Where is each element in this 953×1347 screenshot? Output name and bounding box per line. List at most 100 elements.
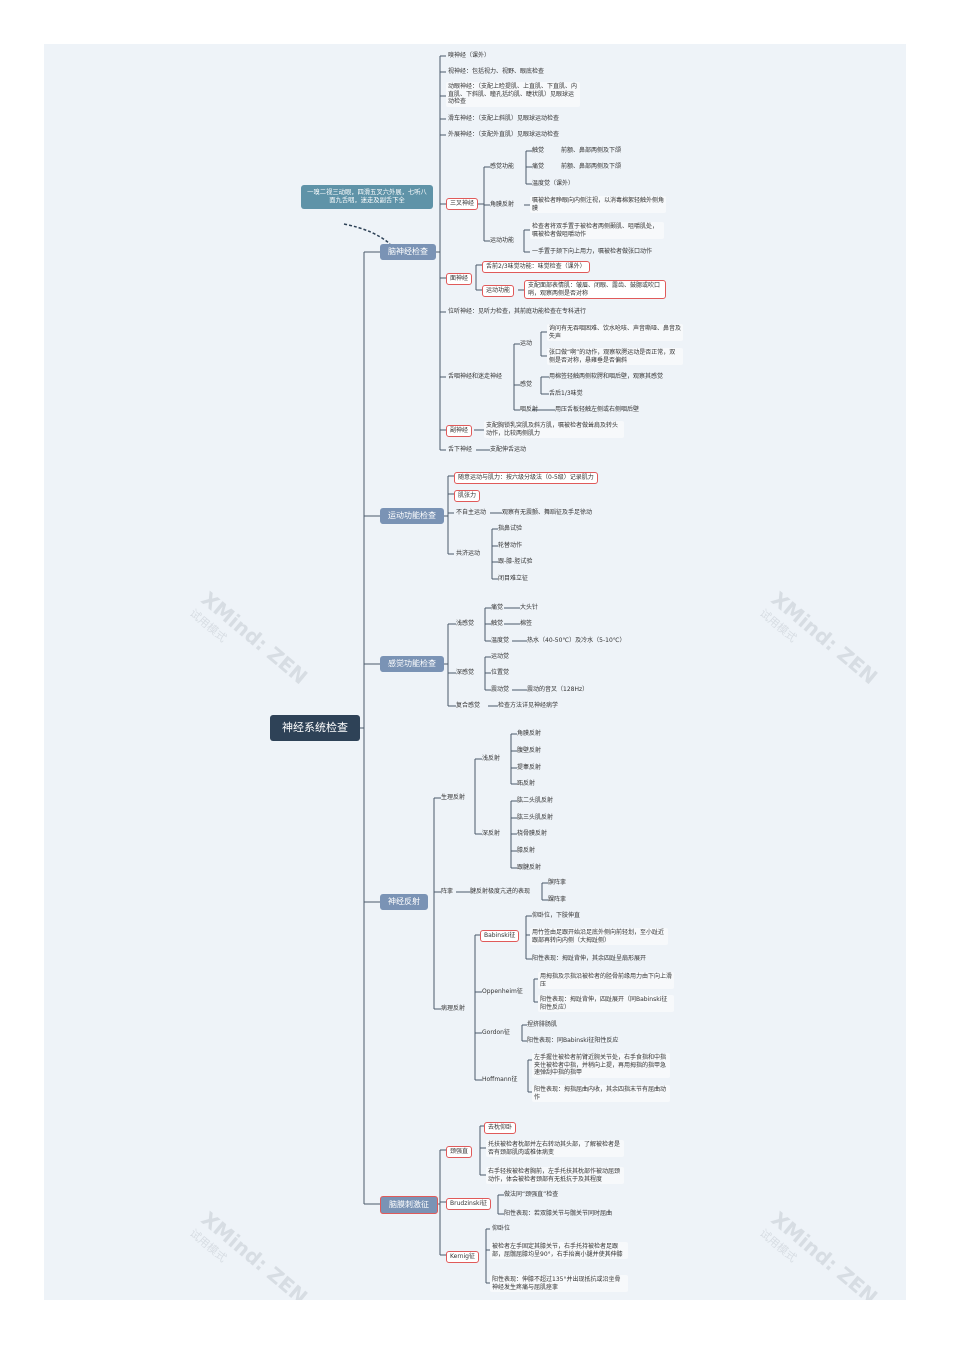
sensory-pain-tool[interactable]: 大头针 [520,604,539,611]
branch-motor[interactable]: 运动功能检查 [380,508,444,524]
superficial-1[interactable]: 角膜反射 [517,730,542,737]
superficial-4[interactable]: 跖反射 [517,780,536,787]
cranial-hypoglossal[interactable]: 舌下神经 [448,446,473,453]
facial-taste[interactable]: 舌前2/3味觉功能：味觉检查（课外） [482,261,590,273]
brudzinski-2[interactable]: 阳性表现：若双膝关节与髋关节同时屈曲 [504,1210,613,1217]
hypoglossal-desc[interactable]: 支配伸舌运动 [490,446,527,453]
sensory-temp-tool[interactable]: 热水（40-50℃）及冷水（5-10℃） [527,637,626,644]
accessory-desc[interactable]: 支配胸锁乳突肌及斜方肌，嘱被检者做耸肩及转头动作，比较两侧肌力 [484,421,624,438]
gordon-2[interactable]: 阳性表现：同Babinski征阳性反应 [527,1037,619,1044]
gv-gag-desc[interactable]: 用压舌板轻触左侧或右侧咽后壁 [555,406,640,413]
oppenheim-2[interactable]: 阳性表现：拇趾背伸，四趾展开（同Babinski征阳性反应） [538,995,674,1012]
deep-1[interactable]: 肱二头肌反射 [517,797,554,804]
gv-sense-2[interactable]: 舌后1/3味觉 [549,390,583,397]
gv-sense[interactable]: 感觉 [520,381,533,388]
superficial-3[interactable]: 提睾反射 [517,764,542,771]
trigeminal-touch-area[interactable]: 前额、鼻部两侧及下颌 [561,147,622,154]
trigeminal-pain-area[interactable]: 前额、鼻部两侧及下颌 [561,163,622,170]
brudzinski-1[interactable]: 做法同“颈强直”检查 [504,1191,559,1198]
motor-coordination[interactable]: 共济运动 [456,550,481,557]
cranial-facial[interactable]: 面神经 [446,273,473,285]
branch-meningeal[interactable]: 脑膜刺激征 [380,1196,438,1214]
sensory-temp[interactable]: 温度觉 [491,637,510,644]
trigeminal-touch[interactable]: 触觉 [532,147,545,154]
sensory-touch[interactable]: 触觉 [491,620,504,627]
gv-gag[interactable]: 咽反射 [520,406,539,413]
kernig-2[interactable]: 被检者左手固定其膝关节，右手托持被检者足跟部，屈髋屈膝均呈90°，右手抬高小腿并… [490,1242,628,1259]
clonus-2[interactable]: 踝阵挛 [548,896,567,903]
cranial-vestibulocochlear[interactable]: 位听神经：见听力检查，其前庭功能检查在专科进行 [448,308,587,315]
sensory-motion[interactable]: 运动觉 [491,653,510,660]
coordination-1[interactable]: 指鼻试验 [498,525,523,532]
sensory-deep[interactable]: 深感觉 [456,669,475,676]
sensory-superficial[interactable]: 浅感觉 [456,620,475,627]
kernig-1[interactable]: 仰卧位 [492,1225,511,1232]
reflex-deep[interactable]: 深反射 [482,830,501,837]
coordination-3[interactable]: 跟-膝-胫试验 [498,558,533,565]
cranial-accessory[interactable]: 副神经 [446,425,473,437]
cranial-olfactory[interactable]: 嗅神经（课外） [448,52,491,59]
hoffmann-2[interactable]: 阳性表现：拇指屈曲内收，其余四指末节有屈曲动作 [532,1085,670,1102]
babinski-2[interactable]: 用竹签由足跟开始沿足底外侧向前轻划，至小趾近跟部再转向内侧（大拇趾侧） [530,928,668,945]
gv-motor-2[interactable]: 张口做“啊”的动作，观察软腭运动是否正常，双侧是否对称，悬雍垂是否偏斜 [547,348,683,365]
gv-motor-1[interactable]: 询问有无吞咽困难、饮水呛咳、声音嘶哑、鼻音及失声 [547,324,683,341]
cranial-oculomotor[interactable]: 动眼神经：（支配上睑提肌、上直肌、下直肌、内直肌、下斜肌、瞳孔括约肌、睫状肌）见… [446,82,580,107]
reflex-superficial[interactable]: 浅反射 [482,755,501,762]
trigeminal-sensory[interactable]: 感觉功能 [490,163,515,170]
sensory-complex-desc[interactable]: 检查方法详见神经病学 [498,702,559,709]
neck-1[interactable]: 去枕仰卧 [484,1122,517,1134]
neck-3[interactable]: 右手轻按被检者胸前，左手托扶其枕部作被动屈颈动作，体会被检者颈部有无抵抗于及其程… [486,1167,624,1184]
gv-sense-1[interactable]: 用棉签轻触两侧软腭和咽后壁，观察其感觉 [549,373,664,380]
gv-motor[interactable]: 运动 [520,340,533,347]
oppenheim-1[interactable]: 用拇指及示指沿被检者的胫骨前缘用力由下向上滑压 [538,972,674,989]
clonus-1[interactable]: 髌阵挛 [548,879,567,886]
deep-4[interactable]: 膝反射 [517,847,536,854]
meningeal-neck[interactable]: 颈强直 [446,1146,473,1158]
branch-sensory[interactable]: 感觉功能检查 [380,656,444,672]
trigeminal-motor[interactable]: 运动功能 [490,237,515,244]
motor-involuntary-desc[interactable]: 观察有无震颤、舞蹈征及手足徐动 [502,509,593,516]
sensory-position[interactable]: 位置觉 [491,669,510,676]
branch-cranial[interactable]: 脑神经检查 [380,244,436,260]
meningeal-kernig[interactable]: Kernig征 [446,1251,479,1263]
babinski-3[interactable]: 阳性表现：拇趾背伸，其余四趾呈扇形展开 [532,955,647,962]
reflex-gordon[interactable]: Gordon征 [482,1029,510,1036]
reflex-babinski[interactable]: Babinski征 [480,930,520,942]
coordination-2[interactable]: 轮替动作 [498,542,523,549]
sensory-touch-tool[interactable]: 棉签 [520,620,533,627]
deep-5[interactable]: 跟腱反射 [517,864,542,871]
babinski-1[interactable]: 仰卧位，下肢伸直 [532,912,581,919]
reflex-physiological[interactable]: 生理反射 [441,794,466,801]
reflex-clonus-desc[interactable]: 腱反射极度亢进的表现 [470,888,531,895]
trigeminal-pain[interactable]: 痛觉 [532,163,545,170]
trigeminal-corneal[interactable]: 角膜反射 [490,201,515,208]
reflex-oppenheim[interactable]: Oppenheim征 [482,988,523,995]
cranial-trochlear[interactable]: 滑车神经：（支配上斜肌）见眼球运动检查 [448,115,560,122]
facial-motor[interactable]: 运动功能 [482,285,515,297]
motor-tone[interactable]: 肌张力 [454,490,481,502]
sensory-pain[interactable]: 痛觉 [491,604,504,611]
deep-2[interactable]: 肱三头肌反射 [517,814,554,821]
coordination-4[interactable]: 闭目难立征 [498,575,529,582]
root-topic[interactable]: 神经系统检查 [270,715,360,741]
sensory-complex[interactable]: 复合感觉 [456,702,481,709]
trigeminal-temp[interactable]: 温度觉（课外） [532,180,575,187]
hoffmann-1[interactable]: 左手握住被检者前臂近腕关节处，右手食指和中指夹住被检者中指，并稍向上提，再用拇指… [532,1053,670,1078]
meningeal-brudzinski[interactable]: Brudzinski征 [446,1198,492,1210]
kernig-3[interactable]: 阳性表现：伸膝不超过135°并出现抵抗或沿坐骨神经发生疼痛与屈肌痉挛 [490,1275,628,1292]
motor-involuntary[interactable]: 不自主运动 [456,509,487,516]
gordon-1[interactable]: 捏挤腓肠肌 [527,1021,558,1028]
deep-3[interactable]: 桡骨膜反射 [517,830,548,837]
sensory-vibration-tool[interactable]: 震动的音叉（128Hz） [527,686,589,693]
reflex-pathological[interactable]: 病理反射 [441,1005,466,1012]
trigeminal-corneal-desc[interactable]: 嘱被检者睁眼向内侧注视，以消毒棉絮轻触外侧角膜 [530,196,666,213]
reflex-hoffmann[interactable]: Hoffmann征 [482,1076,518,1083]
trigeminal-motor-2[interactable]: 一手置于颏下向上用力，嘱被检者做张口动作 [532,248,653,255]
motor-strength[interactable]: 随意运动与肌力：按六级分级法（0-5级）记录肌力 [454,472,598,484]
reflex-clonus[interactable]: 阵挛 [441,888,454,895]
cranial-trigeminal[interactable]: 三叉神经 [446,198,479,210]
cranial-glosso-vagus[interactable]: 舌咽神经和迷走神经 [448,373,503,380]
cranial-optic[interactable]: 视神经：包括视力、视野、眼底检查 [448,68,545,75]
neck-2[interactable]: 托扶被检者枕部并左右转动其头部，了解被检者是否有颈部肌肉或椎体病变 [486,1140,624,1157]
superficial-2[interactable]: 腹壁反射 [517,747,542,754]
